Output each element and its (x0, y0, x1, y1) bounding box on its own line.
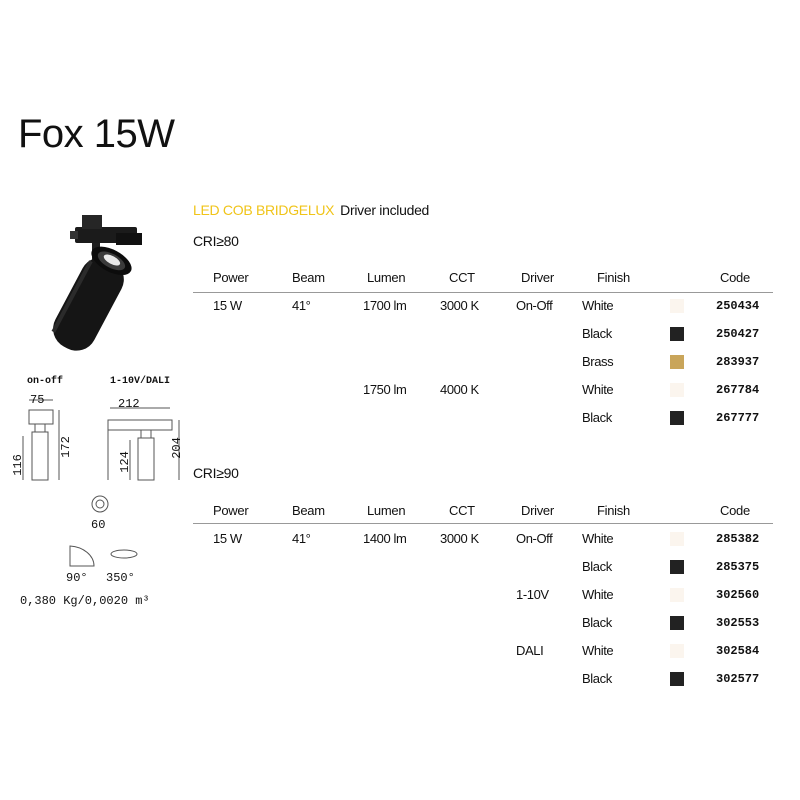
cri90-header-beam: Beam (292, 503, 325, 518)
table-cell-beam: 41° (292, 298, 311, 313)
diameter-icon (91, 495, 109, 513)
diameter-value: 60 (91, 518, 106, 532)
table-cell-lumen: 1700 lm (363, 298, 407, 313)
cri90-header-driver: Driver (521, 503, 554, 518)
cri90-header-finish: Finish (597, 503, 630, 518)
weight-volume: 0,380 Kg/0,0020 m³ (20, 594, 150, 608)
product-code: 302577 (716, 672, 760, 686)
product-code: 302560 (716, 588, 760, 602)
product-code: 302553 (716, 616, 760, 630)
cri90-header-code: Code (720, 503, 750, 518)
tilt-value: 90° (66, 571, 88, 585)
cri90-header-cct: CCT (449, 503, 475, 518)
table-cell-lumen: 1750 lm (363, 382, 407, 397)
onoff-label: on-off (27, 376, 64, 387)
finish-swatch (670, 299, 684, 313)
cri80-label: CRI≥80 (193, 233, 239, 249)
table-cell-power: 15 W (213, 531, 242, 546)
cri80-divider (193, 292, 773, 293)
product-code: 250427 (716, 327, 760, 341)
source-label: LED COB BRIDGELUX (193, 202, 335, 218)
finish-swatch (670, 355, 684, 369)
rotation-value: 350° (106, 571, 135, 585)
product-code: 302584 (716, 644, 760, 658)
finish-swatch (670, 383, 684, 397)
finish-swatch (670, 672, 684, 686)
table-cell-cct: 4000 K (440, 382, 479, 397)
product-code: 267784 (716, 383, 760, 397)
table-cell-finish: Black (582, 326, 612, 341)
table-cell-beam: 41° (292, 531, 311, 546)
table-cell-finish: White (582, 587, 614, 602)
product-code: 285375 (716, 560, 760, 574)
table-cell-cct: 3000 K (440, 531, 479, 546)
onoff-total-height: 172 (58, 436, 73, 458)
table-cell-finish: White (582, 531, 614, 546)
table-cell-finish: Black (582, 559, 612, 574)
cri80-header-beam: Beam (292, 270, 325, 285)
driver-note: Driver included (340, 202, 430, 218)
table-cell-driver: DALI (516, 643, 544, 658)
table-cell-finish: White (582, 382, 614, 397)
finish-swatch (670, 644, 684, 658)
cri90-header-power: Power (213, 503, 249, 518)
finish-swatch (670, 327, 684, 341)
page-title: Fox 15W (18, 112, 175, 156)
table-cell-driver: On-Off (516, 298, 553, 313)
table-cell-lumen: 1400 lm (363, 531, 407, 546)
product-code: 283937 (716, 355, 760, 369)
finish-swatch (670, 532, 684, 546)
table-cell-driver: 1-10V (516, 587, 549, 602)
cri90-label: CRI≥90 (193, 465, 239, 481)
cri80-header-driver: Driver (521, 270, 554, 285)
tilt-rotation-icon (69, 545, 138, 567)
dali-total-height: 204 (169, 437, 184, 459)
finish-swatch (670, 560, 684, 574)
dali-width: 212 (118, 397, 140, 411)
product-image (51, 215, 142, 351)
finish-swatch (670, 411, 684, 425)
table-cell-power: 15 W (213, 298, 242, 313)
feature-line: LED COB BRIDGELUX Driver included (193, 202, 429, 218)
onoff-body-height: 116 (10, 454, 25, 476)
product-code: 250434 (716, 299, 760, 313)
dali-label: 1-10V/DALI (110, 376, 171, 387)
product-code: 285382 (716, 532, 760, 546)
cri80-header-code: Code (720, 270, 750, 285)
cri90-divider (193, 523, 773, 524)
table-cell-finish: Brass (582, 354, 614, 369)
cri90-header-lumen: Lumen (367, 503, 406, 518)
onoff-width: 75 (30, 393, 45, 407)
table-cell-finish: Black (582, 615, 612, 630)
table-cell-finish: White (582, 643, 614, 658)
cri80-header-power: Power (213, 270, 249, 285)
finish-swatch (670, 588, 684, 602)
finish-swatch (670, 616, 684, 630)
dali-body-height: 124 (117, 451, 132, 473)
cri80-header-lumen: Lumen (367, 270, 406, 285)
dimension-drawing (22, 399, 180, 481)
cri80-header-cct: CCT (449, 270, 475, 285)
cri80-header-finish: Finish (597, 270, 630, 285)
table-cell-finish: Black (582, 671, 612, 686)
table-cell-driver: On-Off (516, 531, 553, 546)
table-cell-finish: White (582, 298, 614, 313)
product-code: 267777 (716, 411, 760, 425)
table-cell-finish: Black (582, 410, 612, 425)
table-cell-cct: 3000 K (440, 298, 479, 313)
